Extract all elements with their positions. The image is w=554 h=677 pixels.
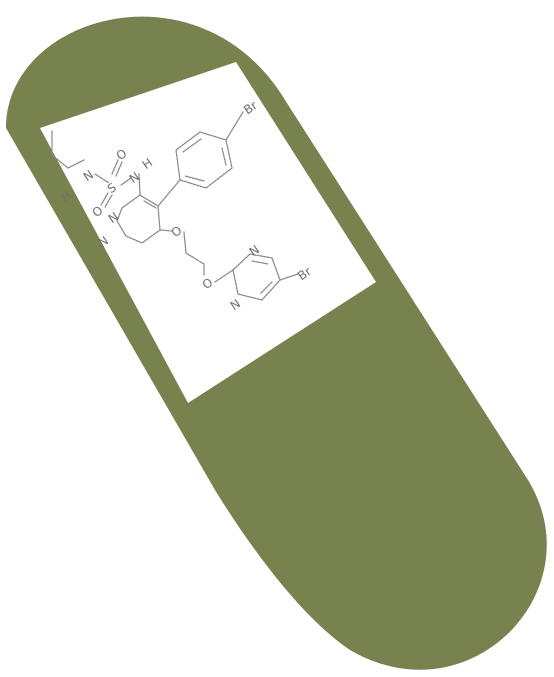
phenyl-br-bond [225,111,244,141]
pyrimidine-phenyl-bond [157,179,181,207]
n-s-bond [94,173,110,184]
pyrimidine-double-bond [143,200,157,209]
propyl-chain-bond [51,130,85,169]
o-bromopyrimidine-bond [214,269,234,283]
structure-label-window [40,62,376,403]
phenyl-inner-bonds [182,138,227,182]
nh-pyrimidine-bond [138,173,141,196]
pyrimidine-o-bond [159,229,173,232]
s-o-upper-bond [111,159,123,177]
s-nh-bond [120,177,132,186]
pyrimidine-ring [116,194,161,244]
bromopyrimidine-br-bond [279,273,299,281]
ethylene-chain [183,231,205,277]
s-o-lower-bond [100,192,113,208]
bromopyrimidine-inner-bonds [251,260,273,295]
chemical-structure: Br H O N N S H O N N O N O Br N [51,98,314,313]
